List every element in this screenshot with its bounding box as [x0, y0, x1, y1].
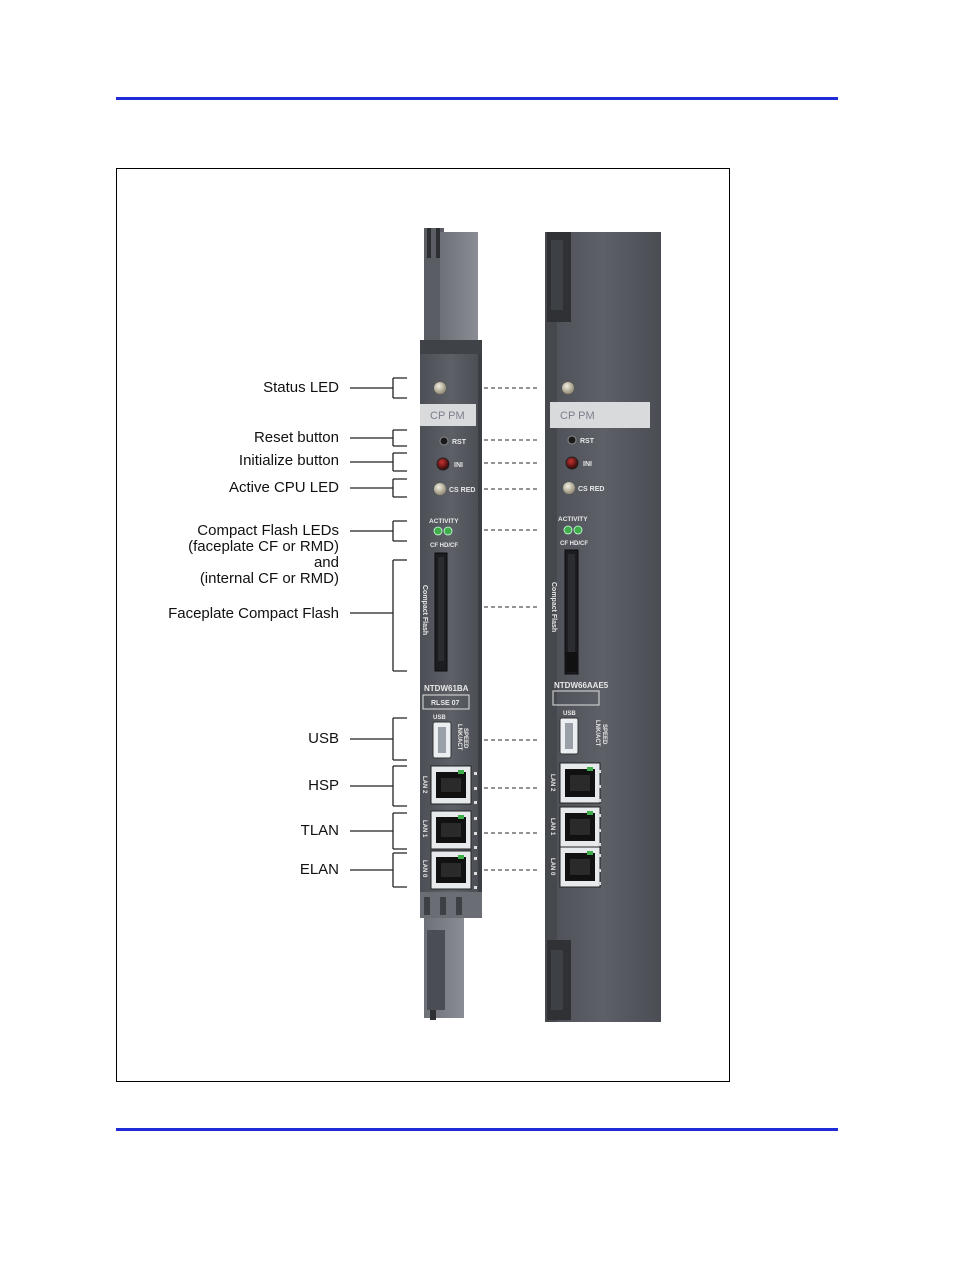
- right-card: CP PM RST INI CS RED ACTIVITY CF HD/CF C…: [545, 232, 661, 1022]
- right-status-led: [562, 382, 574, 394]
- leader-lines: [350, 377, 407, 888]
- right-rst-text: RST: [580, 438, 595, 445]
- top-rule: [116, 97, 838, 100]
- callout-active-cpu-led: Active CPU LED: [228, 479, 339, 496]
- right-hdcf-led: [573, 525, 583, 535]
- left-lnk-text: LNK/ACT: [456, 724, 462, 751]
- right-cf-hdcf-text: CF HD/CF: [560, 541, 588, 547]
- callout-elan: ELAN: [299, 861, 339, 878]
- left-activity-text: ACTIVITY: [429, 518, 459, 525]
- right-lan1-text: LAN 1: [549, 818, 555, 836]
- right-lan0-text: LAN 0: [549, 858, 555, 876]
- left-release-text: RLSE 07: [431, 700, 460, 707]
- left-initialize-button[interactable]: [436, 457, 450, 471]
- right-model-text: NTDW66AAE5: [554, 681, 609, 690]
- left-status-led: [434, 382, 446, 394]
- left-lan1-text: LAN 1: [421, 820, 427, 838]
- callout-usb: USB: [308, 730, 339, 747]
- right-csred-text: CS RED: [578, 486, 604, 493]
- right-usb-text: USB: [563, 711, 576, 717]
- right-activity-text: ACTIVITY: [558, 516, 588, 523]
- left-lan2-text: LAN 2: [421, 776, 427, 794]
- right-cf-slot-text: Compact Flash: [550, 582, 557, 632]
- right-speed-text: SPEED: [601, 724, 607, 745]
- left-cf-slot-text: Compact Flash: [421, 585, 428, 635]
- dashed-connectors: [484, 387, 540, 871]
- left-card: CP PM RST INI CS RED ACTIVITY CF HD/CF C…: [420, 228, 482, 1020]
- callout-cf-leds-line3: and: [313, 554, 339, 571]
- right-reset-button[interactable]: [567, 435, 577, 445]
- left-hdcf-led: [443, 526, 453, 536]
- right-lan2-text: LAN 2: [549, 774, 555, 792]
- left-cf-led: [433, 526, 443, 536]
- callout-hsp: HSP: [308, 777, 339, 794]
- left-cf-hdcf-text: CF HD/CF: [430, 543, 458, 549]
- bottom-rule: [116, 1128, 838, 1131]
- right-active-cpu-led: [563, 482, 575, 494]
- left-csred-text: CS RED: [449, 487, 475, 494]
- left-speed-text: SPEED: [462, 728, 468, 749]
- right-initialize-button[interactable]: [565, 456, 579, 470]
- left-ini-text: INI: [454, 462, 463, 469]
- left-reset-button[interactable]: [439, 436, 449, 446]
- left-usb-text: USB: [433, 715, 446, 721]
- right-cf-led: [563, 525, 573, 535]
- callout-faceplate-cf: Faceplate Compact Flash: [168, 605, 339, 622]
- callout-cf-leds-line4: (internal CF or RMD): [199, 570, 339, 587]
- left-card-label: CP PM: [430, 410, 465, 422]
- right-card-label: CP PM: [560, 410, 595, 422]
- callout-status-led: Status LED: [263, 379, 339, 396]
- callout-cf-leds-line2: (faceplate CF or RMD): [188, 538, 339, 555]
- left-lan0-text: LAN 0: [421, 860, 427, 878]
- callout-initialize-button: Initialize button: [238, 452, 339, 469]
- callout-reset-button: Reset button: [253, 429, 339, 446]
- callout-cf-leds-line1: Compact Flash LEDs: [197, 522, 339, 539]
- left-active-cpu-led: [434, 483, 446, 495]
- right-ini-text: INI: [583, 461, 592, 468]
- left-rst-text: RST: [452, 439, 467, 446]
- callout-tlan: TLAN: [300, 822, 339, 839]
- left-model-text: NTDW61BA: [424, 684, 469, 693]
- right-lnk-text: LNK/ACT: [594, 720, 600, 747]
